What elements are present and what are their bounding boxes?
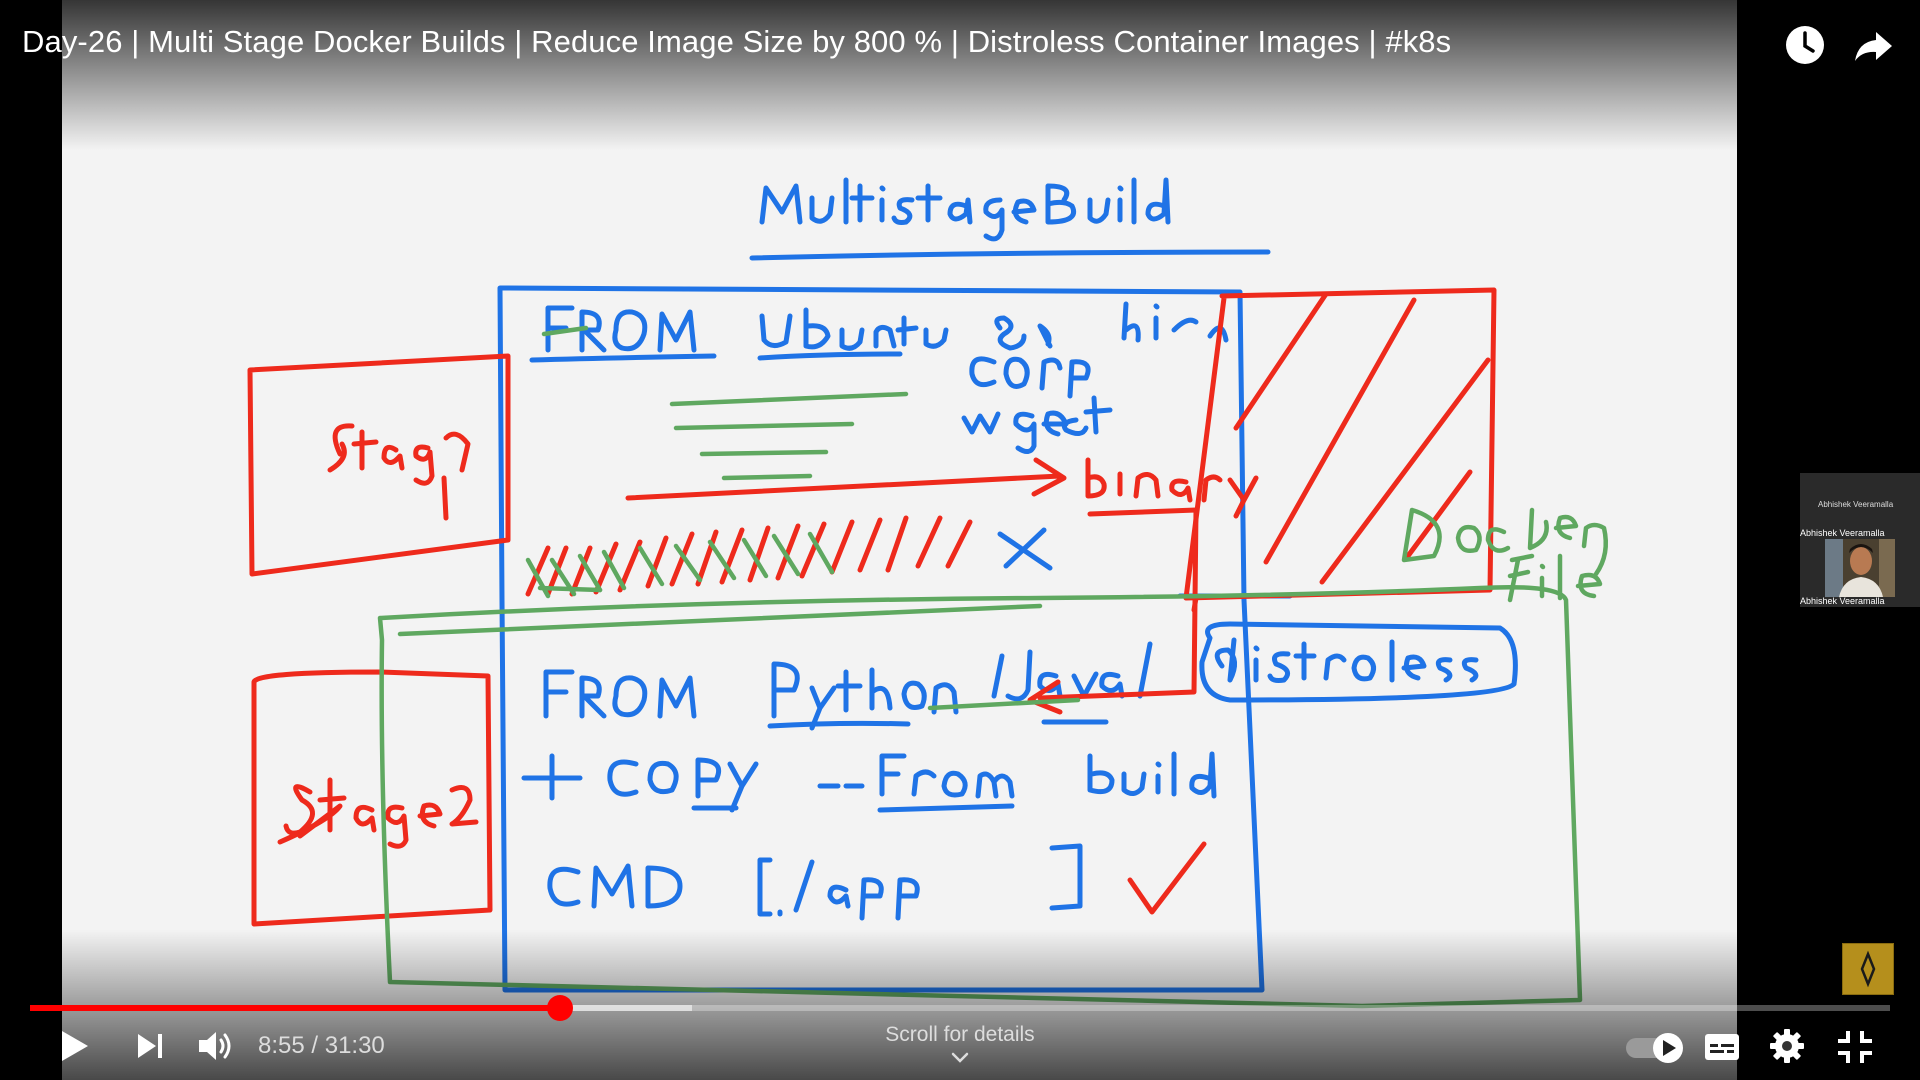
presenter-name-label: Abhishek Veeramalla [1800, 528, 1885, 538]
subtitles-icon [1705, 1034, 1739, 1060]
volume-icon [199, 1032, 231, 1060]
play-icon [62, 1031, 88, 1061]
progress-played [30, 1005, 561, 1011]
subtitles-button[interactable] [1703, 1030, 1741, 1064]
play-button[interactable] [56, 1028, 92, 1064]
presenter-name-label: Abhishek Veeramalla [1800, 596, 1885, 606]
presenter-name-label: Abhishek Veeramalla [1818, 500, 1894, 509]
time-display: 8:55 / 31:30 [258, 1032, 385, 1059]
presenter-avatar [1825, 539, 1895, 597]
exit-fullscreen-icon [1838, 1031, 1872, 1063]
clock-icon[interactable] [1782, 22, 1828, 68]
gear-icon [1770, 1029, 1804, 1063]
autoplay-icon [1626, 1033, 1683, 1063]
presenter-webcam-overlay: Abhishek Veeramalla Abhishek Veeramalla … [1800, 473, 1920, 607]
share-arrow-icon[interactable] [1850, 22, 1896, 68]
video-title[interactable]: Day-26 | Multi Stage Docker Builds | Red… [22, 24, 1452, 59]
whiteboard-drawing [247, 177, 1608, 1009]
volume-button[interactable] [196, 1027, 236, 1065]
progress-bar[interactable] [30, 995, 1890, 1021]
channel-watermark[interactable] [1842, 943, 1894, 995]
settings-button[interactable] [1767, 1026, 1807, 1066]
autoplay-toggle[interactable] [1624, 1030, 1696, 1066]
chevron-down-icon[interactable] [948, 1050, 972, 1066]
video-frame[interactable] [62, 0, 1737, 1080]
next-button[interactable] [134, 1030, 166, 1062]
scroll-for-details-hint[interactable]: Scroll for details [885, 1023, 1035, 1046]
progress-scrubber[interactable] [547, 995, 574, 1021]
next-icon [138, 1034, 162, 1058]
exit-fullscreen-button[interactable] [1835, 1028, 1875, 1066]
